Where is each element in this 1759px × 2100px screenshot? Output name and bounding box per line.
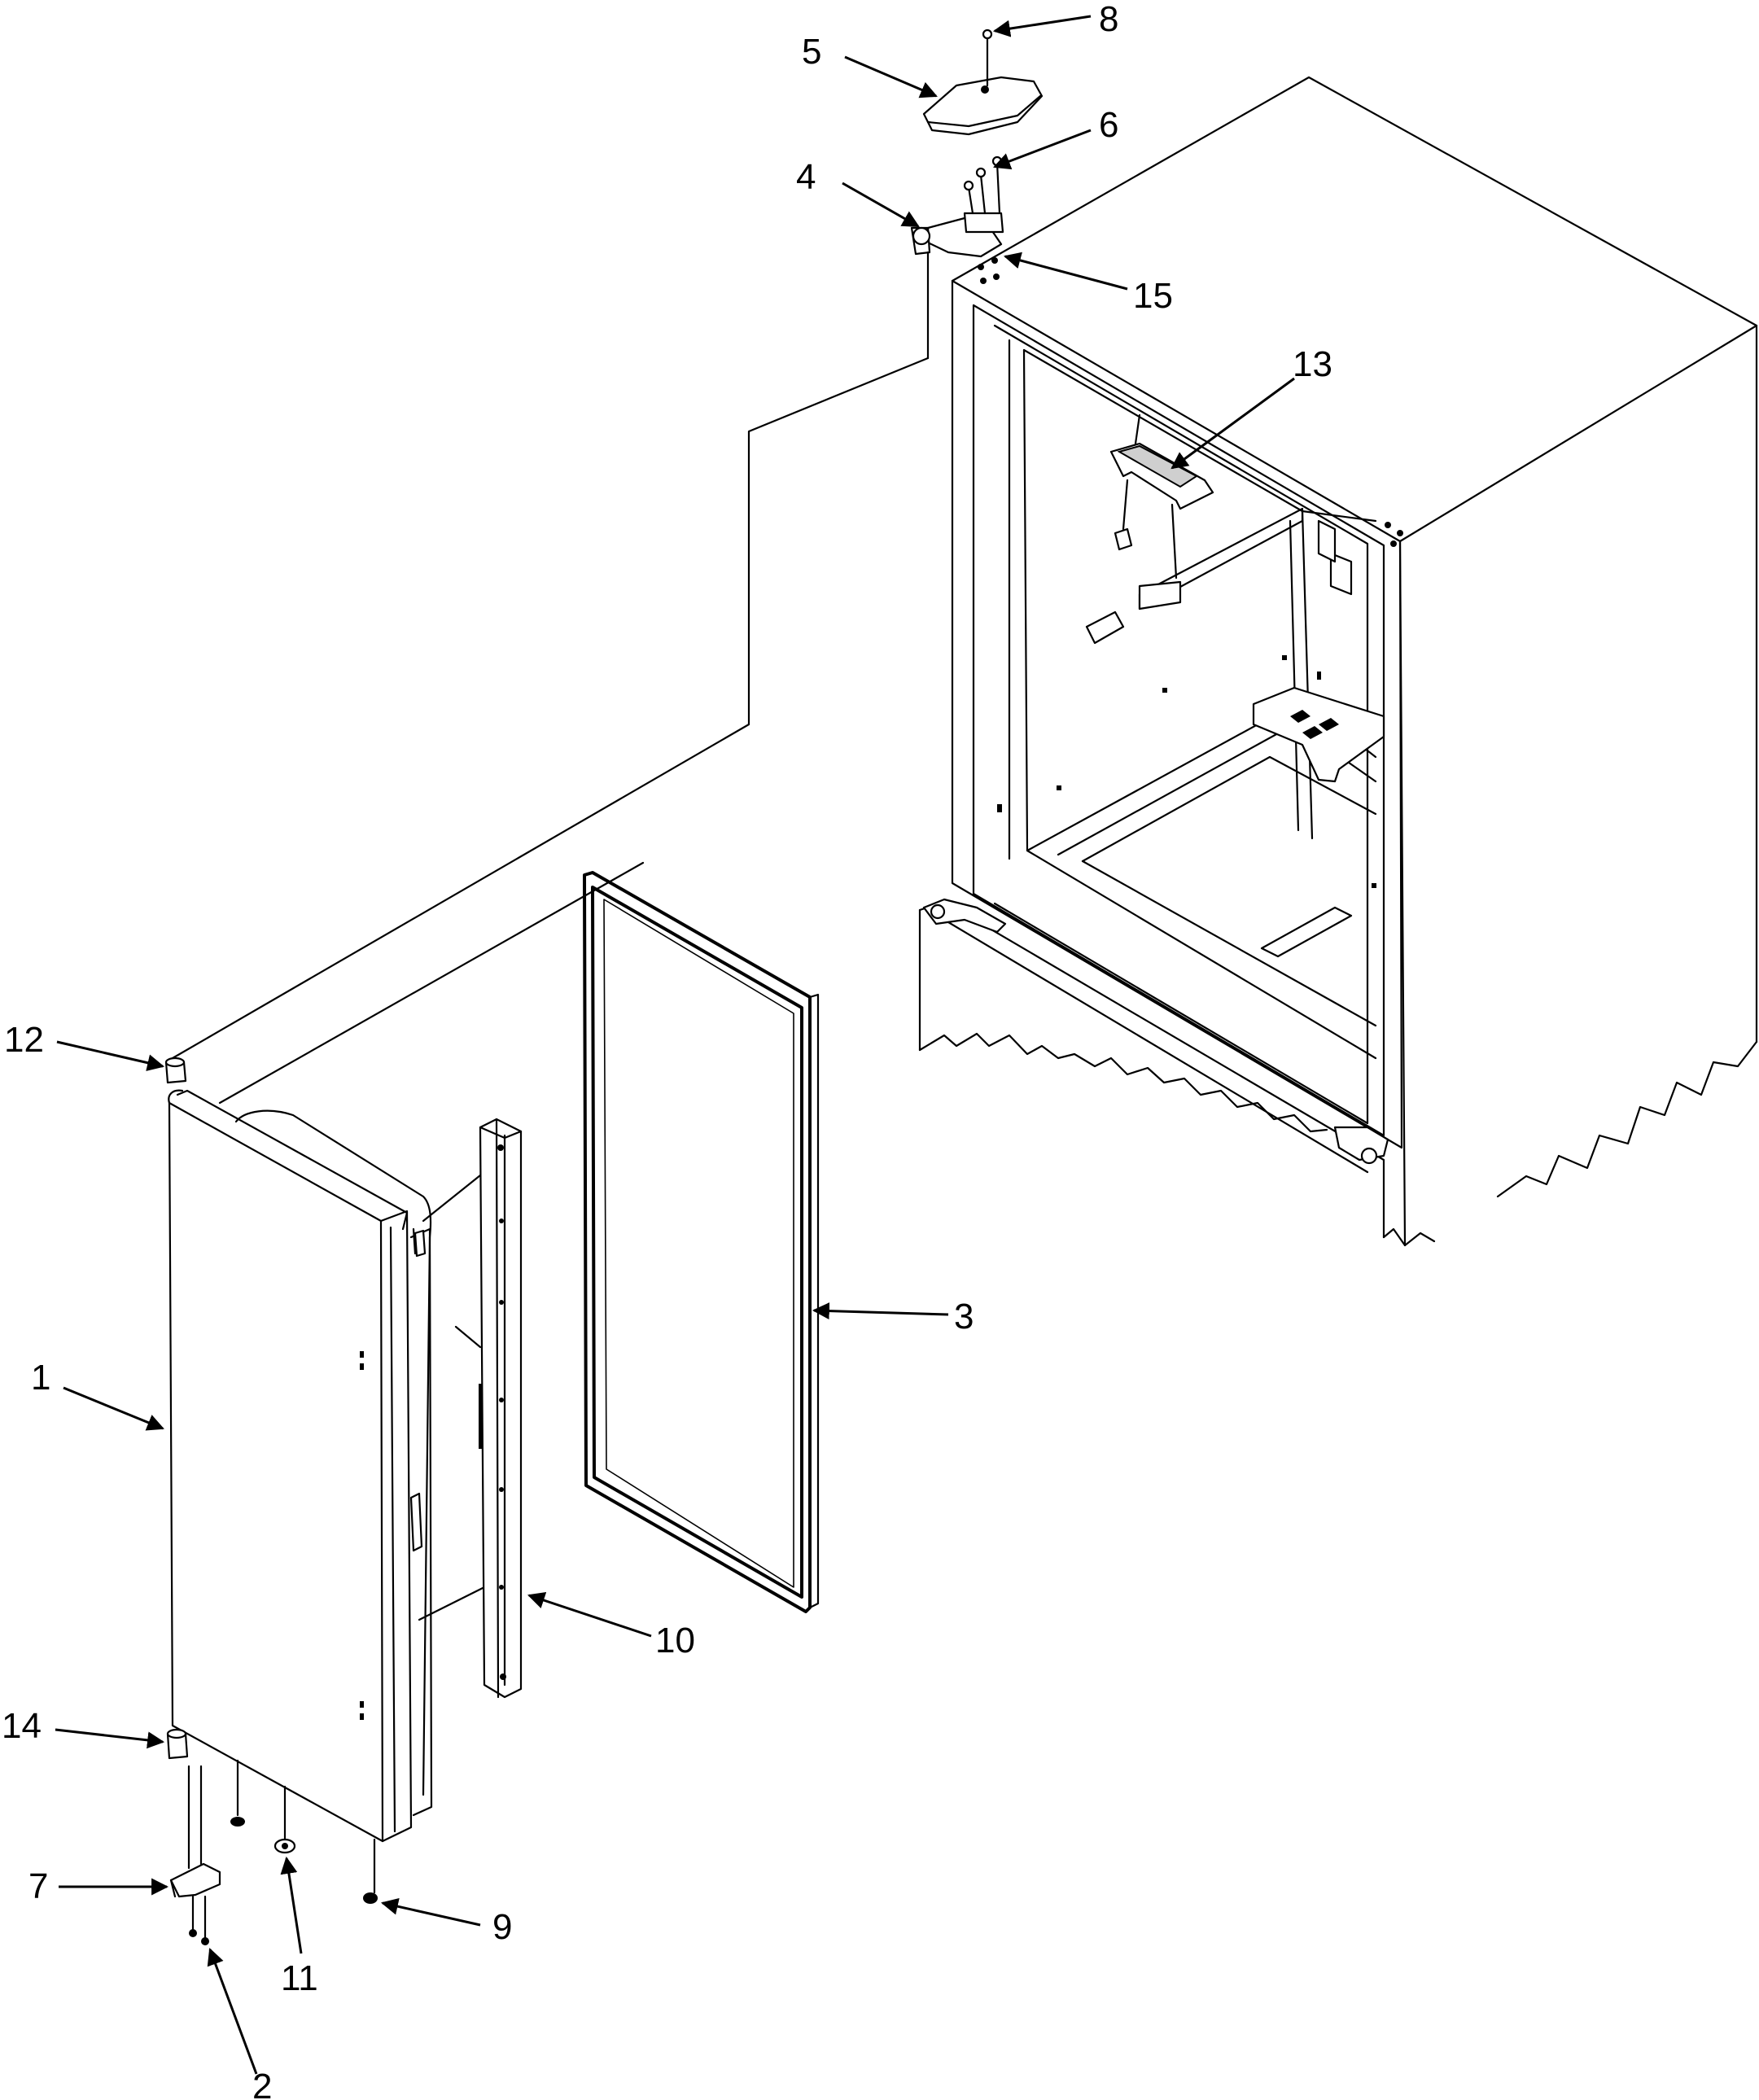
callout-10: 10: [655, 1621, 695, 1660]
callout-3: 3: [954, 1297, 974, 1337]
door-assembly: [164, 1057, 490, 1945]
breaker-strip: [454, 1118, 523, 1699]
callout-leaders: [55, 15, 1295, 2075]
callout-7: 7: [28, 1866, 48, 1906]
callout-6: 6: [1099, 105, 1118, 145]
callout-4: 4: [796, 157, 816, 197]
callout-8: 8: [1099, 0, 1118, 39]
callout-15: 15: [1133, 276, 1173, 316]
top-hinge-assembly: [910, 28, 1044, 360]
alignment-line: [171, 357, 930, 1060]
callout-12: 12: [4, 1020, 44, 1060]
callout-11: 11: [281, 1958, 318, 1998]
callout-1: 1: [31, 1358, 50, 1398]
callout-13: 13: [1293, 344, 1332, 384]
callout-labels: 8 5 6 4 15 13 3 12 1 10 14 7 9 11 2: [2, 0, 1332, 2100]
alignment-line-2: [218, 861, 645, 1105]
callout-9: 9: [492, 1907, 512, 1947]
callout-14: 14: [2, 1706, 42, 1746]
callout-5: 5: [802, 32, 821, 72]
callout-2: 2: [252, 2067, 272, 2100]
door-gasket: [583, 871, 820, 1613]
refrigerator-cabinet: [910, 28, 1758, 1247]
